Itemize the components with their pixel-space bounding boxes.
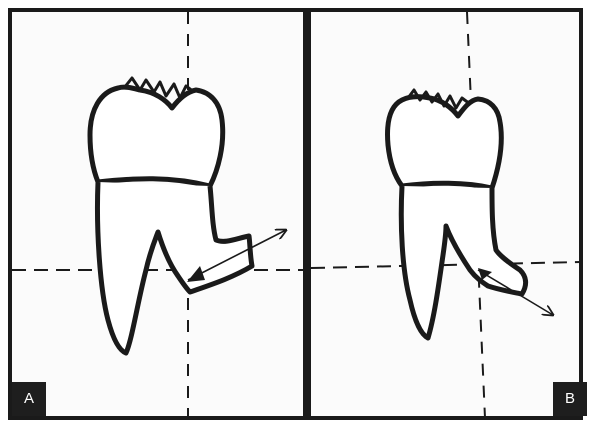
panel-a-angulation-arrow bbox=[187, 230, 286, 281]
panel-a-label: A bbox=[12, 382, 46, 416]
panel-b-tooth-root bbox=[398, 185, 529, 341]
panel-a-crown-cusps bbox=[122, 76, 195, 100]
panel-a-drawing bbox=[12, 12, 305, 418]
panel-b-crown-cusps bbox=[406, 88, 471, 110]
panel-b-drawing bbox=[310, 11, 582, 419]
panel-a-tooth-crown bbox=[87, 84, 226, 189]
panel-b-tooth-crown bbox=[385, 94, 504, 191]
panel-a-tooth-root bbox=[94, 181, 255, 356]
panel-b-angulation-arrow bbox=[477, 269, 553, 315]
panel-b-label: B bbox=[553, 382, 587, 416]
panel-b-horizontal-reference-line bbox=[310, 261, 582, 269]
